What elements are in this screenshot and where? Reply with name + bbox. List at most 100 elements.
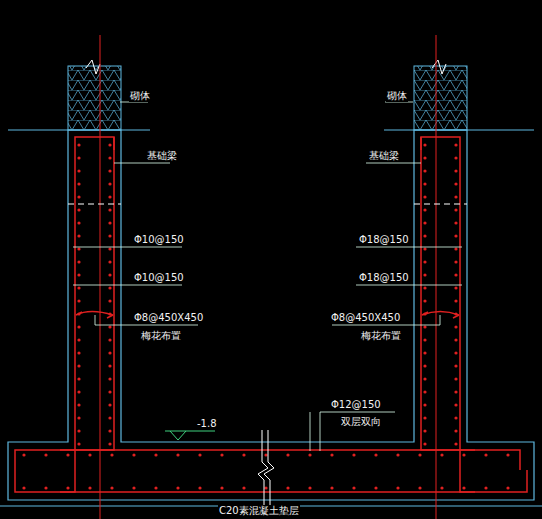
rebar-dot [77,351,80,354]
rebar-dot [454,260,457,263]
drawing-label: C20素混凝土垫层 [218,505,300,517]
rebar-dot [423,273,426,276]
rebar-dot [423,221,426,224]
rebar-dot [308,486,311,489]
drawing-label: 基础梁 [368,150,400,162]
concrete-outline [8,130,534,500]
drawing-label: Φ8@450X450 [330,312,401,324]
rebar-dot [77,247,80,250]
rebar-dot [108,234,111,237]
rebar-dot [454,325,457,328]
rebar-dot [108,442,111,445]
rebar-dot [108,221,111,224]
masonry [414,66,467,130]
rebar-dot [440,453,443,456]
rebar-dot [423,442,426,445]
rebar-dot [108,182,111,185]
rebar-dot [132,453,135,456]
rebar-dot [132,486,135,489]
rebar-dot [108,390,111,393]
rebar-dot [198,453,201,456]
rebar-dot [454,377,457,380]
rebar-dot [77,208,80,211]
rebar-dot [88,453,91,456]
drawing-label: Φ10@150 [133,234,185,246]
rebar-dot [108,364,111,367]
rebar-dot [77,273,80,276]
rebar-dot [454,338,457,341]
drawing-label: Φ18@150 [358,234,410,246]
rebar-dot [423,260,426,263]
rebar-dot [44,453,47,456]
rebar-dot [454,247,457,250]
rebar-dot [242,486,245,489]
rebar-dot [423,390,426,393]
rebar-dot [423,299,426,302]
rebar-dot [454,195,457,198]
rebar-dot [154,453,157,456]
rebar-dot [454,429,457,432]
rebar-dot [220,486,223,489]
rebar-dot [454,182,457,185]
rebar-dot [77,377,80,380]
rebar-dot [423,312,426,315]
drawing-label: -1.8 [196,418,218,430]
rebar-dot [108,377,111,380]
rebar-dot [423,169,426,172]
rebar-dot [423,234,426,237]
rebar-dot [108,156,111,159]
drawing-label: Φ10@150 [133,272,185,284]
rebar-dot [484,453,487,456]
rebar-dot [108,169,111,172]
rebar-dot [454,416,457,419]
rebar-dot [108,338,111,341]
rebar-dot [506,453,509,456]
rebar-dot [77,156,80,159]
rebar-dot [423,325,426,328]
rebar-dot [440,486,443,489]
rebar-dot [454,143,457,146]
rebar-dot [108,286,111,289]
rebar-dot [77,286,80,289]
rebar-dot [454,351,457,354]
rebar-dot [66,486,69,489]
rebar-dot [423,416,426,419]
rebar-dot [108,247,111,250]
rebar-dot [454,390,457,393]
rebar-dot [77,299,80,302]
rebar-dot [352,486,355,489]
rebar-dot [77,195,80,198]
rebar-dot [462,486,465,489]
rebar-dot [220,453,223,456]
rebar-dot [423,143,426,146]
rebar-dot [77,260,80,263]
rebar-dot [108,143,111,146]
rebar-dot [454,208,457,211]
rebar-dot [423,351,426,354]
rebar-dot [423,377,426,380]
rebar-dot [108,403,111,406]
rebar-dot [108,208,111,211]
rebar-dot [77,143,80,146]
rebar-dot [77,325,80,328]
rebar-dot [454,286,457,289]
rebar-dot [506,486,509,489]
rebar-dot [77,403,80,406]
rebar-dot [77,416,80,419]
rebar-dot [330,453,333,456]
rebar-dot [286,486,289,489]
rebar-dot [423,156,426,159]
rebar-dot [77,442,80,445]
rebar-dot [423,195,426,198]
rebar-dot [418,453,421,456]
rebar-dot [22,453,25,456]
rebar-dot [418,486,421,489]
rebar-dot [264,486,267,489]
rebar-dot [77,312,80,315]
rebar-dot [198,486,201,489]
rebar-dot [242,453,245,456]
drawing-label: 基础梁 [146,150,178,162]
rebar-dot [108,312,111,315]
drawing-label: 双层双向 [340,416,382,428]
